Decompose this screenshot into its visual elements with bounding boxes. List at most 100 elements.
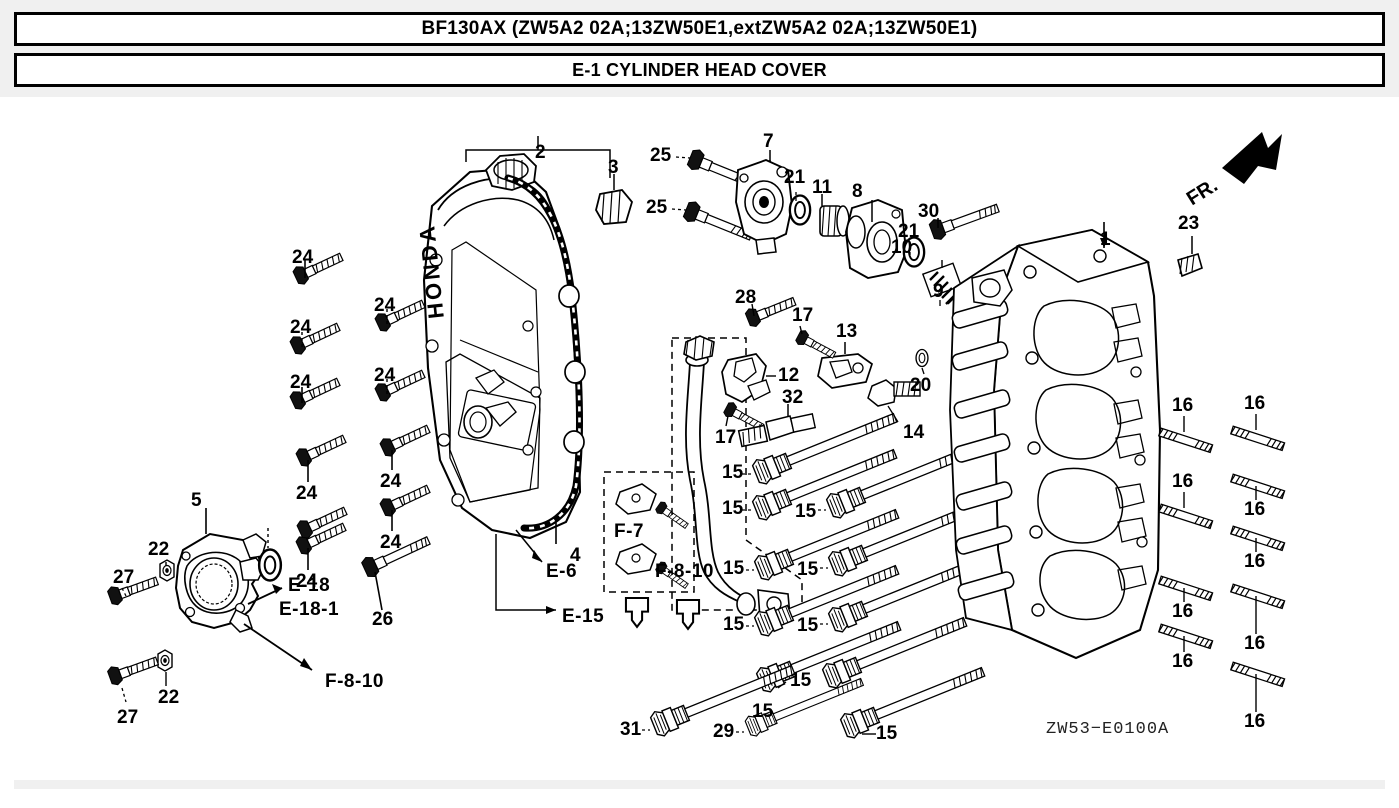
water-pump-assembly [174,508,267,633]
bolt-group-24-left [288,247,349,570]
callout-28: 28 [735,287,757,308]
o-ring-21-right [902,236,926,268]
clamp-13 [817,342,874,389]
callout-27-upper: 27 [113,567,135,588]
o-ring-19 [257,528,283,582]
spark-plug-32 [737,404,817,448]
callout-24-h: 24 [380,471,402,492]
cylinder-head-block [949,222,1162,660]
bolt-27-upper [105,570,161,608]
callout-14: 14 [903,422,925,443]
bolt-17-right [794,325,839,363]
ref-arrow-e18 [247,584,283,605]
callout-13: 13 [836,321,858,342]
xref-e18[interactable]: E-18 [288,575,331,596]
callout-15-a: 15 [722,462,744,483]
callout-15-i: 15 [752,701,774,722]
callout-24-e: 24 [296,571,318,592]
xref-f810-b[interactable]: F-8-10 [325,671,384,692]
callout-17-upper: 17 [792,305,814,326]
callout-11: 11 [812,177,833,198]
washer-22-upper [159,559,175,582]
footer-band [14,779,1385,789]
washer-20 [915,348,929,375]
callout-4: 4 [570,545,581,566]
bolt-27-lower [105,650,161,703]
ref-arrow-f810 [243,623,313,671]
head-bolt-array [642,405,989,741]
sensor-14 [867,379,921,423]
callout-15-g: 15 [797,615,819,636]
spring-10 [921,260,963,305]
xref-f810-a[interactable]: F-8-10 [655,561,714,582]
dowel-pin-23 [1177,236,1203,278]
ref-leader-e15 [495,534,556,614]
callout-24-g: 24 [374,365,396,386]
section-title: E-1 CYLINDER HEAD COVER [14,53,1385,87]
callout-2: 2 [535,142,546,163]
callout-15-c: 15 [795,501,817,522]
oil-cap-3 [595,174,634,225]
callout-29: 29 [713,721,735,742]
callout-22-lower: 22 [158,687,180,708]
stud-column-right [1230,414,1286,712]
stud-column-left [1158,416,1214,652]
callout-21-right: 21 [898,221,920,242]
xref-e15[interactable]: E-15 [562,606,605,627]
xref-e6[interactable]: E-6 [546,561,578,582]
callout-24-b: 24 [290,317,312,338]
bolt-25-lower [671,199,756,247]
callout-23: 23 [1178,213,1200,234]
parts-diagram: HONDA 1 2 3 4 5 7 8 9 10 11 12 13 14 17 … [0,110,1399,780]
fr-direction-arrow [1222,132,1282,184]
o-ring-21-left [788,192,812,226]
ref-leader-e6 [515,529,543,563]
callout-16-c: 16 [1172,601,1194,622]
callout-16-i: 16 [1244,711,1266,732]
callout-21-left: 21 [784,167,806,188]
callout-24-a: 24 [292,247,314,268]
callout-10: 10 [891,237,913,258]
callout-16-f: 16 [1244,499,1266,520]
bolt-28 [743,291,799,329]
callout-24-c: 24 [290,372,312,393]
callout-22-upper: 22 [148,539,170,560]
callout-25-lower: 25 [646,197,668,218]
thermostat-housing-7 [735,150,793,255]
callout-16-d: 16 [1172,651,1194,672]
bolt-30 [927,197,1002,242]
callout-24-f: 24 [374,295,396,316]
callout-5: 5 [191,490,202,511]
callout-15-h: 15 [790,670,812,691]
callout-15-b: 15 [722,498,744,519]
bolt-25-upper [675,147,760,195]
callout-15-j: 15 [876,723,898,744]
callout-15-e: 15 [797,559,819,580]
callout-15-d: 15 [723,558,745,579]
thermostat-11 [819,194,850,237]
bolt-group-24-right [359,294,434,611]
callout-17-lower: 17 [715,427,737,448]
callout-16-h: 16 [1244,633,1266,654]
title-header: BF130AX (ZW5A2 02A;13ZW50E1,extZW5A2 02A… [0,0,1399,97]
callout-31: 31 [620,719,642,740]
callout-7: 7 [763,131,774,152]
diagram-canvas [105,132,1286,741]
callout-20: 20 [910,375,932,396]
callout-24-d: 24 [296,483,318,504]
washer-22-lower [157,649,173,686]
callout-16-g: 16 [1244,551,1266,572]
callout-26: 26 [372,609,394,630]
callout-25-upper: 25 [650,145,672,166]
callout-12: 12 [778,365,800,386]
callout-16-e: 16 [1244,393,1266,414]
callout-15-f: 15 [723,614,745,635]
callout-8: 8 [852,181,863,202]
clamp-12 [721,353,776,403]
callout-32: 32 [782,387,804,408]
thermostat-cover-8 [845,198,907,280]
callout-24-i: 24 [380,532,402,553]
callout-27-lower: 27 [117,707,139,728]
xref-f7[interactable]: F-7 [614,521,644,542]
xref-e18-1[interactable]: E-18-1 [279,599,340,620]
